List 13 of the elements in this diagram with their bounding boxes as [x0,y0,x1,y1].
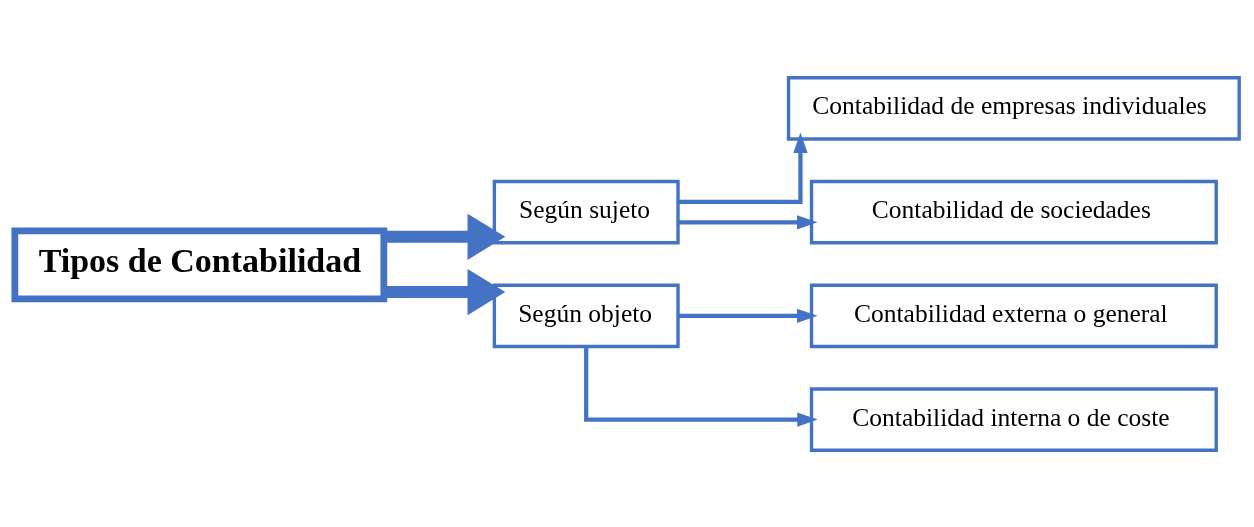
arrow [584,346,818,427]
node-box: Tipos de Contabilidad [11,226,388,302]
arrow [384,268,506,315]
node-box: Según sujeto [492,179,680,244]
node-box: Contabilidad interna o de coste [809,386,1218,452]
arrow [678,214,818,229]
node-box: Contabilidad de sociedades [809,179,1218,244]
node-box: Contabilidad externa o general [809,283,1218,348]
arrow [678,308,818,323]
node-box: Contabilidad de empresas individuales [786,75,1241,141]
node-box: Según objeto [492,283,680,348]
arrow [678,132,808,204]
arrow [384,213,506,260]
